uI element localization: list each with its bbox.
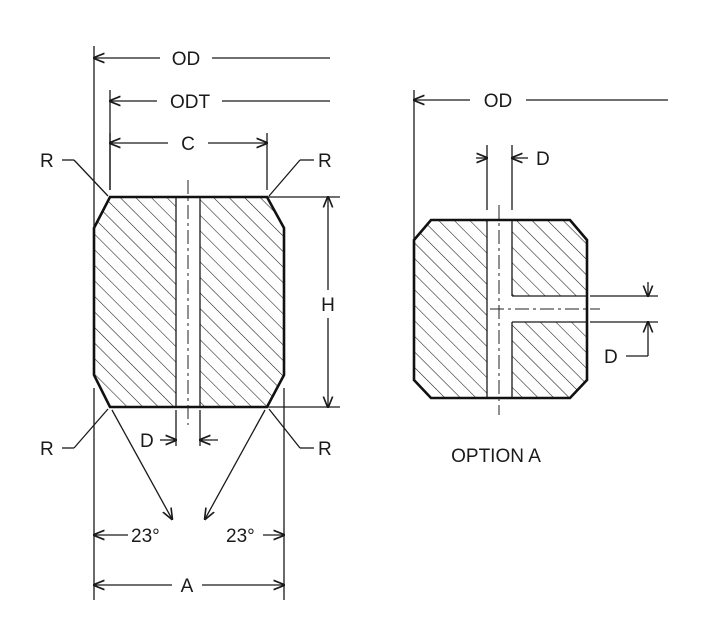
- main-odt-label: ODT: [170, 92, 211, 113]
- option-caption: OPTION A: [451, 446, 541, 467]
- option-section-body: [412, 205, 600, 415]
- main-angle-dimension: 23° 23°: [94, 388, 284, 600]
- main-h-dimension: H: [267, 197, 340, 407]
- option-d-top-label: D: [536, 149, 550, 170]
- main-d-label: D: [140, 431, 154, 452]
- option-d-side-label: D: [604, 347, 618, 368]
- main-d-dimension: D: [140, 410, 218, 452]
- option-od-dimension: OD: [414, 90, 668, 240]
- option-od-label: OD: [484, 91, 513, 112]
- main-a-dimension: A: [94, 576, 284, 597]
- r-bottom-right-label: R: [318, 439, 332, 460]
- angle-left-label: 23°: [131, 526, 160, 547]
- r-bottom-left-label: R: [40, 439, 54, 460]
- main-angle-callouts: [111, 409, 266, 519]
- main-od-label: OD: [172, 49, 201, 70]
- option-d-side-dimension: D: [590, 282, 658, 368]
- main-h-label: H: [321, 295, 335, 316]
- main-view: OD ODT C H R: [40, 46, 340, 600]
- main-od-dimension: OD: [94, 46, 330, 228]
- r-top-right-label: R: [318, 151, 332, 172]
- angle-right-label: 23°: [226, 526, 255, 547]
- main-section-body: [92, 180, 286, 425]
- option-d-top-dimension: D: [476, 145, 550, 210]
- main-a-label: A: [181, 576, 194, 597]
- main-c-label: C: [181, 134, 195, 155]
- r-top-left-label: R: [40, 151, 54, 172]
- main-radius-callouts: R R R R: [40, 151, 332, 460]
- main-c-dimension: C: [110, 133, 267, 190]
- main-odt-dimension: ODT: [110, 90, 330, 190]
- option-view: OD D D OPTION A: [412, 90, 668, 467]
